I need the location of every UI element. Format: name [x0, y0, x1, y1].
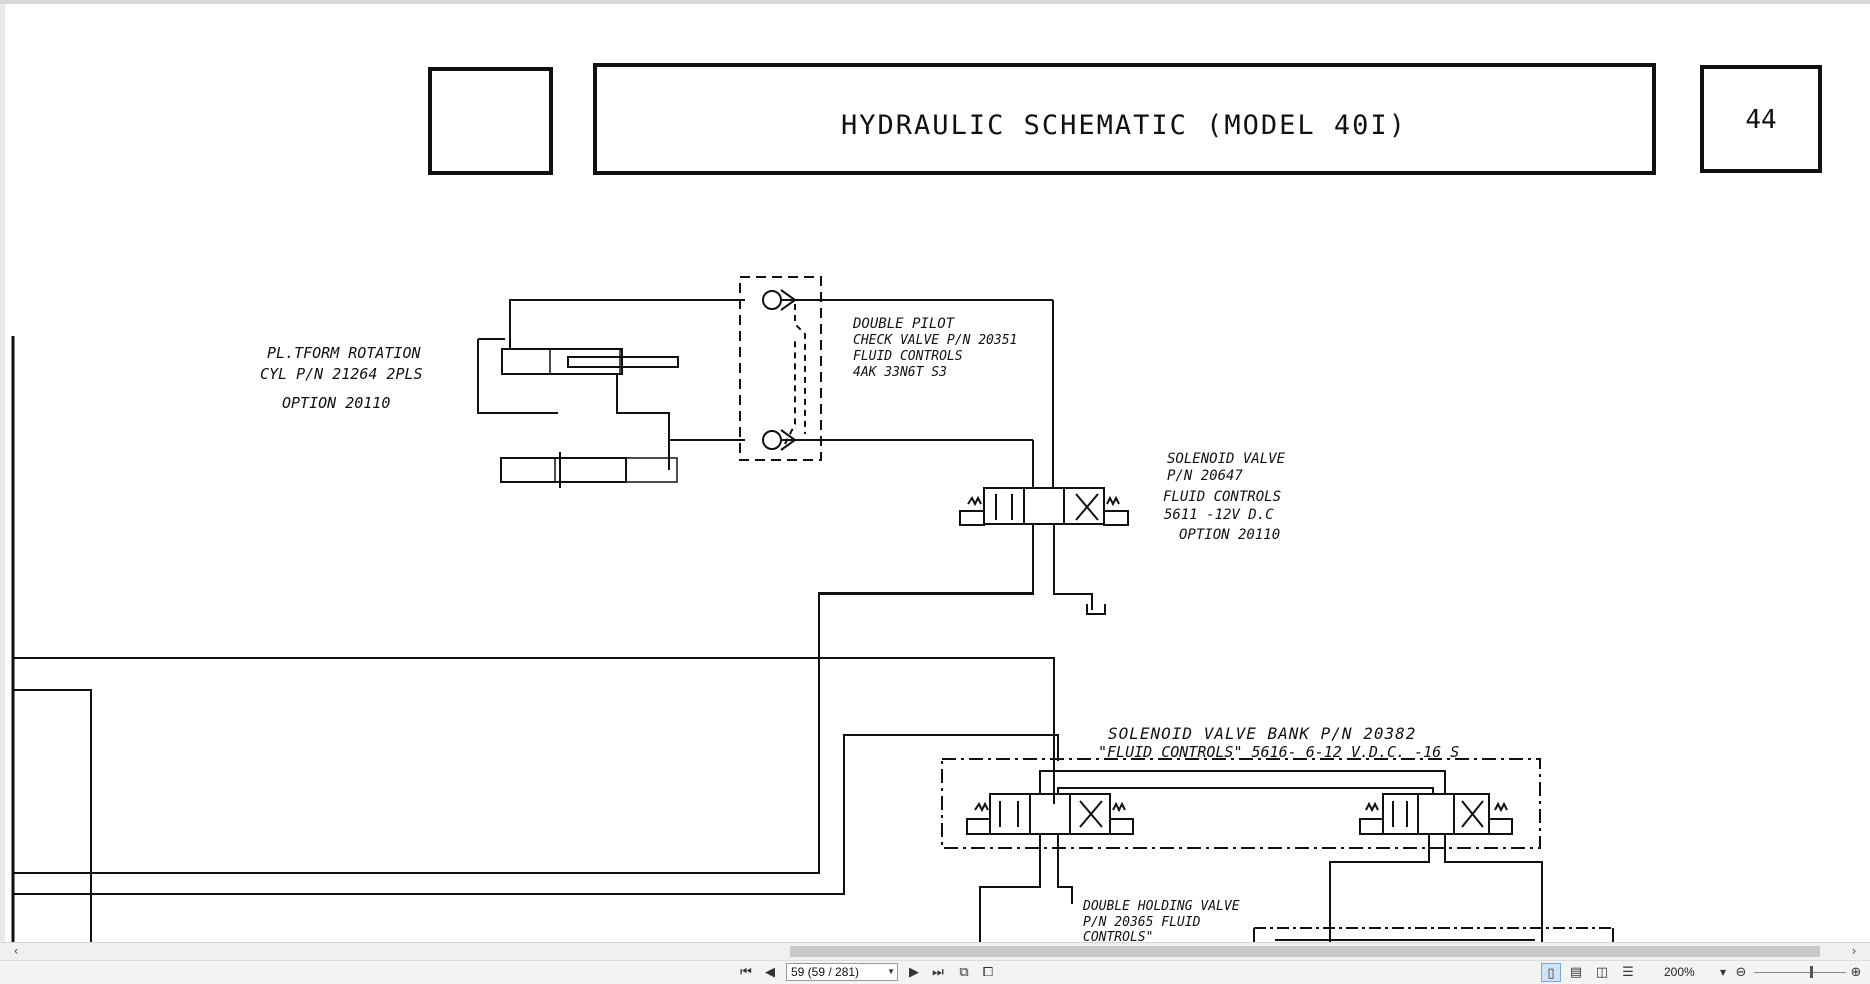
- zoom-slider[interactable]: [1754, 966, 1846, 978]
- header-title-box: [593, 63, 1656, 175]
- document-page: HYDRAULIC SCHEMATIC (MODEL 40I) 44: [5, 4, 1864, 942]
- platform-label-2: CYL P/N 21264 2PLS: [260, 365, 423, 383]
- holding-valve-label-2: P/N 20365 FLUID: [1083, 915, 1201, 930]
- next-page-icon[interactable]: ▶: [909, 965, 919, 980]
- single-page-view-icon[interactable]: ▯: [1541, 963, 1561, 982]
- check-valve-label-1: DOUBLE PILOT: [852, 316, 956, 332]
- first-page-icon[interactable]: ⏮: [740, 965, 752, 980]
- header-page-box: [1700, 65, 1822, 173]
- holding-valve-label-1: DOUBLE HOLDING VALVE: [1082, 899, 1240, 914]
- hydraulic-lines: [11, 276, 1614, 942]
- valve-bank-label-2: "FLUID CONTROLS" 5616- 6-12 V.D.C. -16 S: [1098, 743, 1459, 761]
- bottom-toolbar: ⏮ ◀ 59 (59 / 281) ▼ ▶ ⏭ ⧉ ⧠ ▯ ▤ ◫ ☰ 200%…: [0, 960, 1870, 984]
- solenoid-label-3: FLUID CONTROLS: [1163, 489, 1281, 505]
- schematic-drawing: HYDRAULIC SCHEMATIC (MODEL 40I) 44: [11, 63, 1822, 942]
- solenoid-label-2: P/N 20647: [1167, 468, 1243, 484]
- continuous-facing-view-icon[interactable]: ☰: [1622, 965, 1634, 980]
- check-valve-label-3: FLUID CONTROLS: [853, 349, 963, 364]
- scroll-right-icon[interactable]: ›: [1851, 944, 1857, 958]
- platform-label-3: OPTION 20110: [282, 394, 390, 412]
- solenoid-label-5: OPTION 20110: [1179, 527, 1280, 543]
- facing-view-icon[interactable]: ◫: [1595, 965, 1609, 980]
- valve-bank-label-1: SOLENOID VALVE BANK P/N 20382: [1108, 724, 1416, 743]
- page-dropdown-icon[interactable]: ▼: [887, 967, 895, 976]
- solenoid-label-1: SOLENOID VALVE: [1167, 451, 1286, 467]
- page-title: HYDRAULIC SCHEMATIC (MODEL 40I): [841, 110, 1407, 141]
- go-back-view-icon[interactable]: ⧉: [959, 965, 969, 980]
- labels: PL.TFORM ROTATION CYL P/N 21264 2PLS OPT…: [260, 316, 1459, 942]
- zoom-dropdown-icon[interactable]: ▼: [1720, 968, 1727, 977]
- page-number-value: 59 (59 / 281): [791, 965, 860, 979]
- scrollbar-thumb[interactable]: [790, 946, 1820, 957]
- platform-label-1: PL.TFORM ROTATION: [267, 344, 421, 362]
- check-valve-label-2: CHECK VALVE P/N 20351: [853, 333, 1017, 348]
- scroll-left-icon[interactable]: ‹: [13, 944, 19, 958]
- horizontal-scrollbar[interactable]: ‹ ›: [0, 942, 1870, 960]
- check-valve-label-4: 4AK 33N6T S3: [853, 365, 947, 380]
- zoom-level[interactable]: 200%: [1664, 965, 1695, 979]
- header-blank-box: [428, 67, 553, 175]
- page-number: 44: [1745, 105, 1776, 135]
- solenoid-label-4: 5611 -12V D.C: [1164, 507, 1274, 523]
- zoom-slider-knob[interactable]: [1810, 966, 1813, 978]
- go-forward-view-icon[interactable]: ⧠: [982, 965, 994, 980]
- page-number-field[interactable]: 59 (59 / 281) ▼: [786, 963, 898, 981]
- holding-valve-label-3: CONTROLS": [1083, 930, 1153, 942]
- zoom-in-icon[interactable]: ⊕: [1850, 965, 1862, 980]
- zoom-out-icon[interactable]: ⊖: [1735, 965, 1747, 980]
- continuous-view-icon[interactable]: ▤: [1569, 965, 1583, 980]
- top-border: [0, 0, 1870, 4]
- last-page-icon[interactable]: ⏭: [932, 965, 944, 980]
- previous-page-icon[interactable]: ◀: [765, 965, 775, 980]
